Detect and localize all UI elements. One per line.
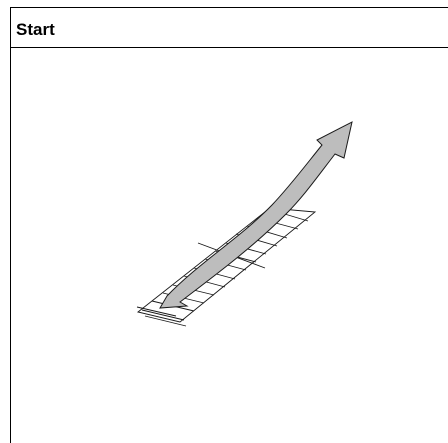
arrow-icon — [160, 122, 352, 308]
